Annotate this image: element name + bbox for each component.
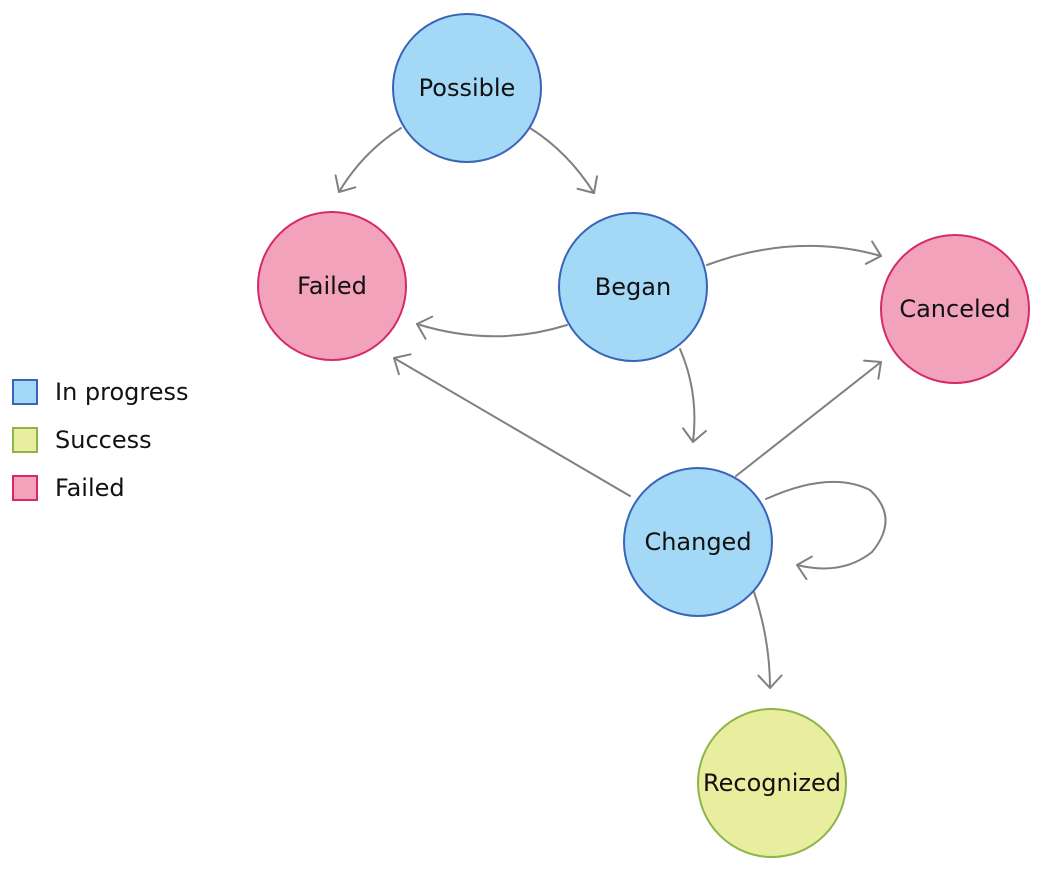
state-circle-canceled [880, 234, 1030, 384]
legend-item-failed: Failed [12, 464, 189, 512]
edge-began-failed [416, 315, 568, 340]
state-circle-changed [623, 467, 773, 617]
legend-label-failed: Failed [55, 474, 125, 502]
edge-line-possible-failed [338, 127, 402, 193]
edge-line-began-canceled [706, 244, 882, 266]
edge-began-canceled [706, 240, 882, 266]
legend-label-in-progress: In progress [55, 378, 189, 406]
state-label-began: Began [595, 273, 671, 301]
state-label-recognized: Recognized [703, 769, 841, 797]
edge-changed-recognized [753, 591, 783, 689]
edge-possible-failed [334, 127, 402, 193]
state-label-canceled: Canceled [899, 295, 1010, 323]
edge-line-possible-began [529, 127, 595, 194]
arrowhead-possible-failed [334, 174, 357, 193]
state-canceled: Canceled [880, 234, 1030, 384]
state-circle-began [558, 212, 708, 362]
edge-line-changed-recognized [753, 591, 771, 689]
legend-swatch-success [12, 427, 38, 453]
state-label-possible: Possible [419, 74, 516, 102]
edge-line-began-failed [416, 323, 568, 338]
legend-item-in-progress: In progress [12, 368, 189, 416]
edge-began-changed [679, 348, 707, 443]
edge-line-changed-canceled [735, 361, 882, 477]
legend-swatch-in-progress [12, 379, 38, 405]
transition-edges [334, 127, 887, 689]
state-changed: Changed [623, 467, 773, 617]
arrowhead-changed-changed [796, 555, 813, 581]
legend-swatch-failed [12, 475, 38, 501]
state-label-failed: Failed [297, 272, 367, 300]
state-possible: Possible [392, 13, 542, 163]
legend-item-success: Success [12, 416, 189, 464]
state-failed: Failed [257, 211, 407, 361]
arrowhead-possible-began [576, 175, 599, 194]
edge-possible-began [529, 127, 599, 194]
arrowhead-changed-recognized [757, 674, 783, 689]
arrowhead-changed-canceled [863, 359, 882, 380]
state-began: Began [558, 212, 708, 362]
edge-changed-failed [393, 353, 631, 497]
edge-line-began-changed [679, 348, 696, 443]
state-recognized: Recognized [697, 708, 847, 858]
arrowhead-began-canceled [864, 240, 882, 265]
state-circle-failed [257, 211, 407, 361]
arrowhead-began-changed [681, 427, 707, 443]
arrowhead-began-failed [416, 315, 434, 340]
state-label-changed: Changed [644, 528, 751, 556]
edge-changed-changed [765, 480, 887, 581]
legend-label-success: Success [55, 426, 152, 454]
arrowhead-changed-failed [393, 353, 412, 376]
state-circle-possible [392, 13, 542, 163]
edge-line-changed-failed [393, 357, 631, 497]
legend: In progress Success Failed [12, 368, 189, 512]
state-circle-recognized [697, 708, 847, 858]
edge-line-changed-changed [765, 480, 887, 570]
edge-changed-canceled [735, 359, 882, 477]
